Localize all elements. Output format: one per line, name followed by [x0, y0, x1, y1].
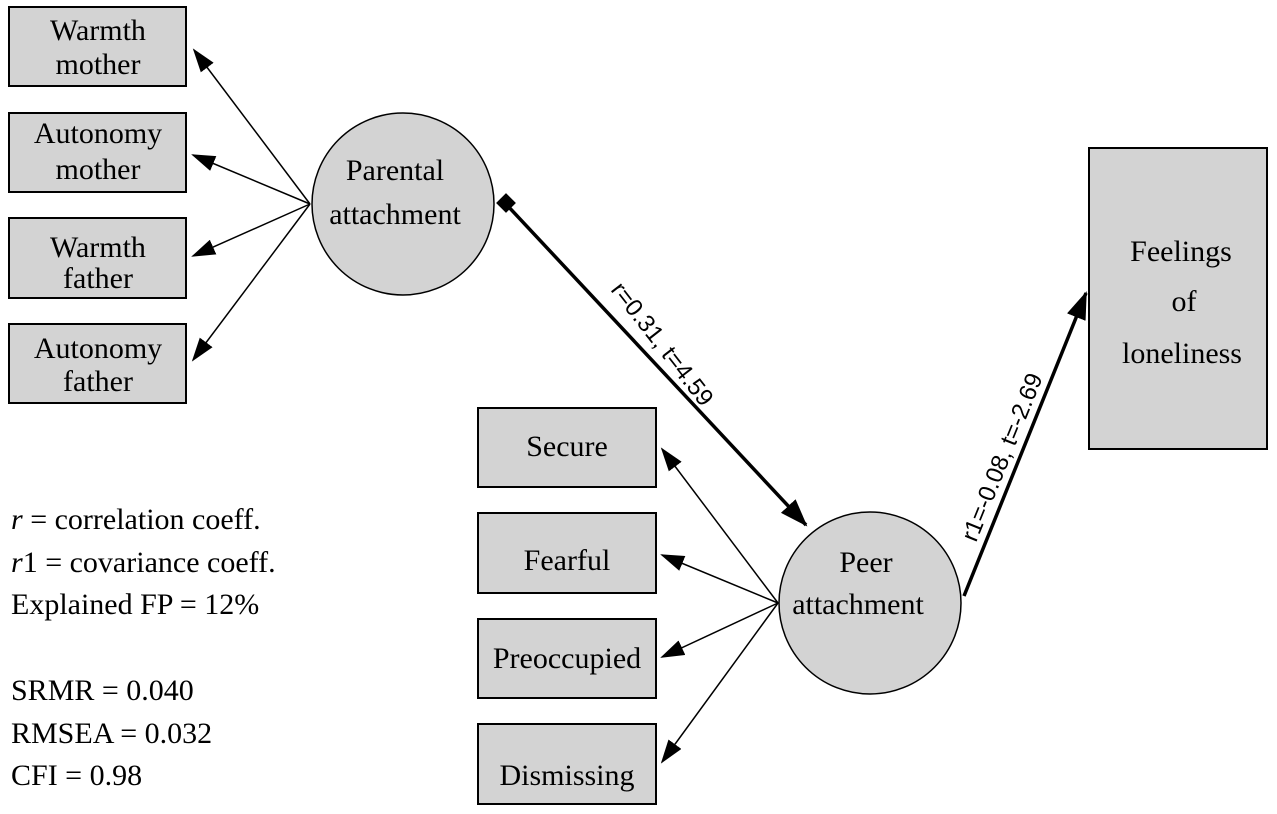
node-dismissing-label: Dismissing: [499, 759, 634, 792]
node-peer-line2: attachment: [792, 588, 924, 621]
edge-peer-secure: [660, 447, 779, 604]
node-feelings-of-loneliness: Feelings of loneliness: [1088, 147, 1268, 450]
edge-parental-autonomy-father: [191, 203, 311, 362]
node-warmth-father-line2: father: [63, 262, 133, 295]
node-fearful-label: Fearful: [524, 544, 611, 577]
legend-rmsea: RMSEA = 0.032: [11, 717, 212, 750]
legend-r1: r1 = covariance coeff.: [11, 546, 276, 579]
node-autonomy-father-line2: father: [63, 365, 133, 398]
legend-srmr: SRMR = 0.040: [11, 674, 194, 707]
node-warmth-father: Warmth father: [8, 217, 187, 299]
legend-cfi: CFI = 0.98: [11, 759, 142, 792]
legend-r1-text: 1 = covariance coeff.: [23, 546, 276, 579]
node-peer-attachment: Peer attachment: [778, 511, 962, 695]
node-feelings-line1: Feelings: [1130, 235, 1232, 268]
node-dismissing: Dismissing: [477, 723, 657, 805]
legend-r-symbol: r: [11, 503, 23, 536]
node-fearful: Fearful: [477, 512, 657, 594]
edge-parental-autonomy-mother: [191, 154, 311, 205]
node-warmth-father-line1: Warmth: [50, 231, 146, 264]
node-secure: Secure: [477, 407, 657, 488]
node-parental-attachment: Parental attachment: [311, 112, 495, 296]
legend-r-text: = correlation coeff.: [23, 503, 261, 536]
node-preoccupied: Preoccupied: [477, 618, 657, 699]
node-warmth-mother-line2: mother: [56, 48, 141, 81]
edge-peer-dismissing: [660, 602, 779, 764]
node-feelings-line3: loneliness: [1122, 337, 1242, 370]
edge-parental-peer-start-marker: [496, 193, 516, 213]
edge-peer-feelings-label: r1=-0.08, t=-2.69: [957, 369, 1049, 545]
edge-parental-warmth-mother: [192, 48, 311, 205]
edge-parental-warmth-father: [191, 203, 311, 257]
edge-parental-peer: [504, 202, 808, 527]
node-autonomy-mother-line2: mother: [56, 153, 141, 186]
node-peer-line1: Peer: [839, 546, 892, 579]
edge-peer-feelings: [962, 291, 1088, 597]
edge-peer-preoccupied: [660, 602, 779, 658]
node-autonomy-mother: Autonomy mother: [8, 112, 187, 193]
node-warmth-mother-line1: Warmth: [50, 14, 146, 47]
node-autonomy-father-line1: Autonomy: [34, 332, 162, 365]
node-parental-line2: attachment: [329, 198, 461, 231]
legend-r1-symbol: r: [11, 546, 23, 579]
edge-parental-peer-label: r=0.31, t=4.59: [605, 277, 718, 411]
edge-peer-fearful: [660, 554, 779, 604]
node-parental-line1: Parental: [346, 154, 444, 187]
node-warmth-mother: Warmth mother: [8, 6, 187, 87]
node-autonomy-mother-line1: Autonomy: [34, 117, 162, 150]
node-preoccupied-label: Preoccupied: [493, 642, 641, 675]
node-secure-label: Secure: [526, 430, 608, 463]
node-feelings-line2: of: [1172, 285, 1197, 318]
node-autonomy-father: Autonomy father: [8, 323, 187, 404]
legend: r = correlation coeff. r1 = covariance c…: [11, 503, 276, 792]
legend-r: r = correlation coeff.: [11, 503, 261, 536]
legend-explained: Explained FP = 12%: [11, 588, 259, 621]
